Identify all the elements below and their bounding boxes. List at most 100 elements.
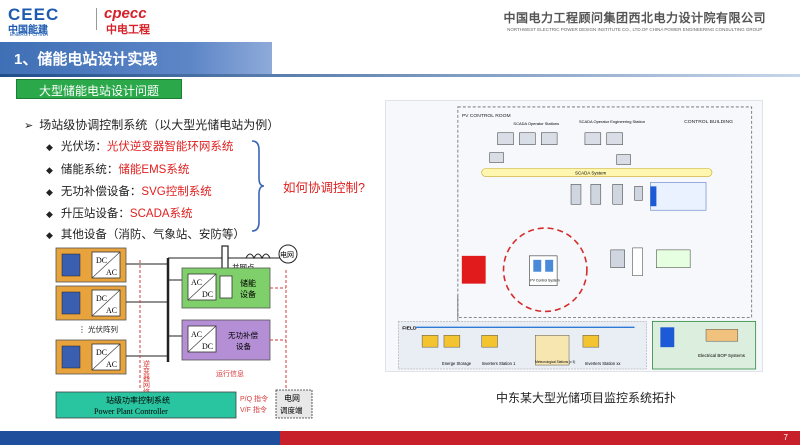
topology-diagram: PV CONTROL ROOM CONTROL BUILDING SCADA O… (385, 100, 763, 372)
var-label: 设备 (236, 341, 251, 351)
controller-en-label: Power Plant Controller (94, 407, 168, 416)
inverter-network-label: 逆变器网络 (143, 359, 151, 395)
diamond-bullet-icon: ◆ (46, 142, 53, 152)
battery-icon (219, 275, 233, 299)
topology-caption: 中东某大型光储项目监控系统拓扑 (496, 391, 677, 405)
footer-blue-band (0, 431, 280, 445)
storage-label: 设备 (240, 289, 256, 299)
var-label: 无功补偿 (228, 330, 258, 340)
section-title-bar: 1、储能电站设计实践 (0, 42, 272, 74)
fire-system-box (461, 255, 486, 284)
main-bullet-text: 场站级协调控制系统（以大型光储电站为例） (39, 118, 280, 132)
control-room-boundary (457, 106, 753, 318)
sub-bullet-value: 储能EMS系统 (118, 164, 190, 176)
dispatch-label: 电网 (284, 393, 300, 403)
vf-command-label: V/F 指令 (240, 405, 267, 414)
diamond-bullet-icon: ◆ (46, 209, 53, 219)
pv-array-label: 光伏阵列 (88, 324, 118, 334)
main-bullet: ➢ 场站级协调控制系统（以大型光储电站为例） (24, 116, 279, 133)
energy-china-logo: CEEC 中国能建 ENERGY CHINA (8, 5, 98, 38)
logo-divider (96, 8, 97, 30)
arrow-bullet-icon: ➢ (24, 120, 34, 132)
sub-bullet-label: 无功补偿设备： (60, 186, 142, 198)
logo-en: ENERGY CHINA (10, 32, 48, 38)
grid-icon (278, 244, 298, 264)
scada-system-label: SCADA System (575, 170, 606, 175)
pv-inverter-unit: DC AC (55, 285, 127, 321)
transformer-icon (245, 253, 271, 260)
controller-cn-label: 站级功率控制系统 (106, 395, 170, 405)
control-building-label: CONTROL BUILDING (684, 119, 733, 125)
curly-brace-icon (251, 140, 265, 232)
run-info-label: 运行信息 (216, 369, 244, 378)
sub-bullet-value: SCADA系统 (129, 208, 193, 220)
title-divider (0, 74, 800, 77)
page-header: CEEC 中国能建 ENERGY CHINA cpecc 中电工程 中国电力工程… (0, 0, 800, 38)
meteo-label: Meteorological Stations (x 3) (535, 360, 575, 364)
highlight-circle (502, 227, 588, 313)
electrical-bop-label: Electrical BOP Systems (698, 353, 746, 358)
scada-bus (481, 168, 713, 177)
grid-label: 电网 (280, 250, 294, 259)
scada-op-label: SCADA Operator Stations (513, 121, 559, 126)
solar-panel-icon (61, 253, 81, 277)
ac-label: AC (106, 360, 117, 369)
grid-point-label: 并网点 (232, 262, 255, 272)
pv-inverter-unit: DC AC (55, 339, 127, 375)
sub-bullet-value: 光伏逆变器智能环网系统 (106, 141, 234, 153)
solar-panel-icon (61, 291, 81, 315)
sub-bullet: ◆ 储能系统：储能EMS系统 (46, 161, 189, 177)
scada-eng-label: SCADA Operator Engineering Station (579, 119, 645, 124)
pv-control-room-label: PV CONTROL ROOM (462, 113, 511, 119)
storage-label: 储能 (240, 278, 256, 288)
inverters-1-label: Inverters Station 1 (482, 361, 516, 366)
subtitle-badge: 大型储能电站设计问题 (16, 79, 182, 99)
sub-bullet: ◆ 无功补偿设备：SVG控制系统 (46, 183, 212, 199)
sub-bullet: ◆ 升压站设备：SCADA系统 (46, 205, 193, 221)
section-title: 1、储能电站设计实践 (14, 51, 158, 68)
cpecc-logo: cpecc 中电工程 (104, 5, 150, 36)
dc-label: DC (202, 342, 213, 351)
solar-panel-icon (61, 345, 81, 369)
sub-bullet-label: 升压站设备： (60, 208, 130, 220)
pv-storage-control-diagram: DC AC DC AC ⋮ 光伏阵列 DC AC 并网点 电网 AC DC 储能… (55, 244, 313, 419)
inverters-n-label: Inverters Station xx (585, 361, 621, 366)
dc-label: DC (202, 290, 213, 299)
question-text: 如何协调控制? (283, 181, 365, 195)
page-footer: 7 (0, 431, 800, 445)
page-number: 7 (783, 433, 788, 442)
ellipsis-dots: ⋮ (78, 325, 86, 334)
dc-label: DC (96, 348, 107, 357)
footer-red-band (280, 431, 800, 445)
sub-bullet-label: 储能系统： (60, 164, 119, 176)
sub-bullet-label: 光伏场： (60, 141, 107, 153)
logo-mark: CEEC (8, 5, 60, 24)
dc-label: DC (96, 294, 107, 303)
field-label: FIELD (402, 325, 417, 331)
sub-bullet-label: 其他设备（消防、气象站、安防等） (60, 229, 245, 241)
sub-bullet-value: SVG控制系统 (141, 186, 212, 198)
power-plant-controller (55, 391, 237, 419)
pq-command-label: P/Q 指令 (240, 394, 268, 403)
diamond-bullet-icon: ◆ (46, 187, 53, 197)
pv-inverter-unit: DC AC (55, 247, 127, 283)
logo-cn: 中国能建 (8, 25, 48, 36)
company-name: 中国电力工程顾问集团西北电力设计院有限公司 NORTHWEST ELECTRIC… (503, 9, 766, 32)
energe-storage-label: Energe Storage (442, 361, 472, 366)
dispatch-box (275, 389, 313, 419)
sub-bullet: ◆ 光伏场：光伏逆变器智能环网系统 (46, 138, 233, 154)
ac-label: AC (191, 330, 202, 339)
logo-cn: 中电工程 (106, 24, 150, 36)
company-name-cn: 中国电力工程顾问集团西北电力设计院有限公司 (503, 11, 766, 25)
dc-label: DC (96, 256, 107, 265)
ac-label: AC (191, 278, 202, 287)
diamond-bullet-icon: ◆ (46, 165, 53, 175)
logo-mark: cpecc (104, 5, 147, 22)
pv-control-label: PV Control System (530, 279, 559, 283)
sub-bullet: ◆ 其他设备（消防、气象站、安防等） (46, 226, 245, 242)
ac-label: AC (106, 306, 117, 315)
dispatch-label: 调度端 (280, 405, 303, 415)
company-name-en: NORTHWEST ELECTRIC POWER DESIGN INSTITUT… (507, 27, 763, 32)
ac-label: AC (106, 268, 117, 277)
diamond-bullet-icon: ◆ (46, 230, 53, 240)
